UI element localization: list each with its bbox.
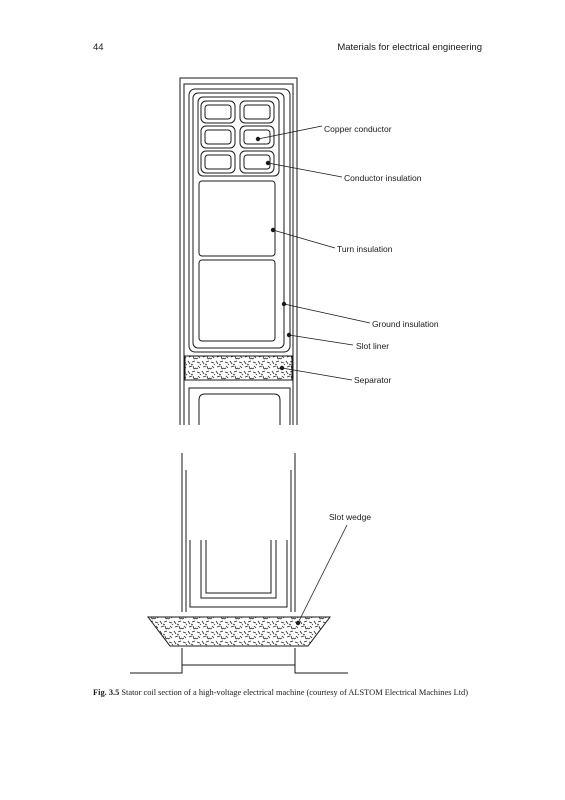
leader-lines xyxy=(255,125,371,626)
figure-number: Fig. 3.5 xyxy=(93,688,120,697)
label-slot-liner: Slot liner xyxy=(356,341,389,351)
running-title: Materials for electrical engineering xyxy=(337,42,482,53)
lower-slot-section xyxy=(130,453,348,674)
figure-caption-text: Stator coil section of a high-voltage el… xyxy=(121,688,468,697)
label-slot-wedge: Slot wedge xyxy=(329,512,371,522)
label-separator: Separator xyxy=(354,375,391,385)
label-copper-conductor: Copper conductor xyxy=(324,124,392,134)
label-conductor-insulation: Conductor insulation xyxy=(344,173,422,183)
label-turn-insulation: Turn insulation xyxy=(337,244,393,254)
upper-slot-section xyxy=(179,77,298,425)
label-ground-insulation: Ground insulation xyxy=(372,319,439,329)
page-number: 44 xyxy=(93,42,104,53)
figure-caption: Fig. 3.5 Stator coil section of a high-v… xyxy=(93,687,493,698)
